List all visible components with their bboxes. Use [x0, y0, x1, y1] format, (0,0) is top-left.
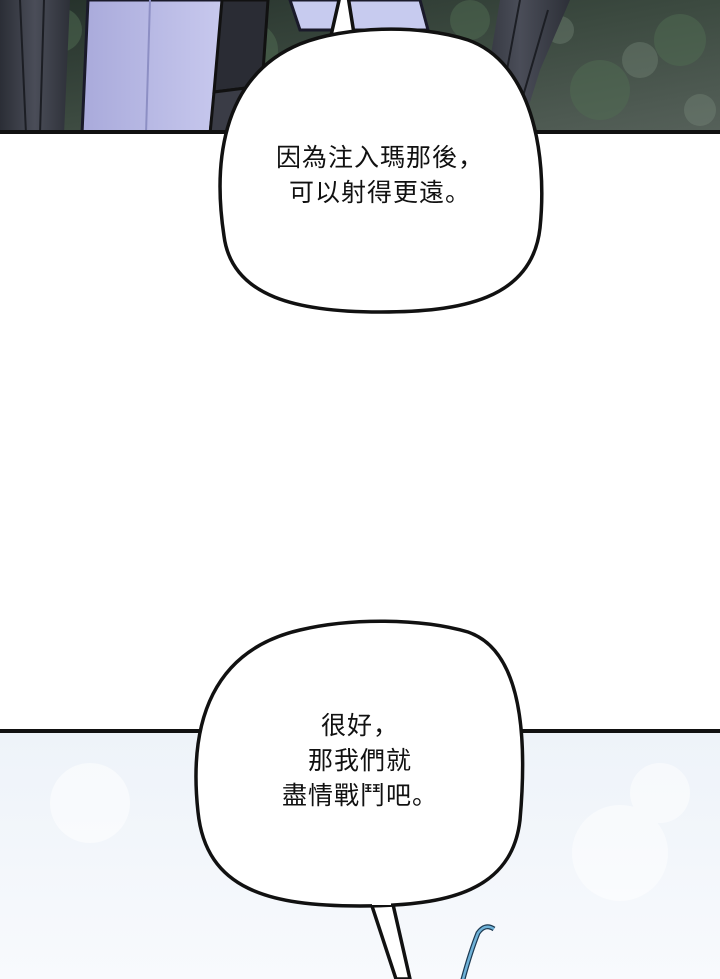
speech-bubble-1-text: 因為注入瑪那後， 可以射得更遠。 — [222, 140, 538, 210]
speech-bubble-1-line-2: 可以射得更遠。 — [288, 178, 471, 207]
speech-bubble-2-line-2: 那我們就 — [307, 746, 412, 775]
speech-bubble-2-line-3: 盡情戰鬥吧。 — [281, 781, 438, 810]
speech-bubble-1 — [218, 0, 544, 314]
speech-bubble-2-line-1: 很好， — [320, 711, 399, 740]
speech-bubble-2-text: 很好， 那我們就 盡情戰鬥吧。 — [200, 708, 520, 813]
speech-bubble-1-line-1: 因為注入瑪那後， — [275, 143, 484, 172]
